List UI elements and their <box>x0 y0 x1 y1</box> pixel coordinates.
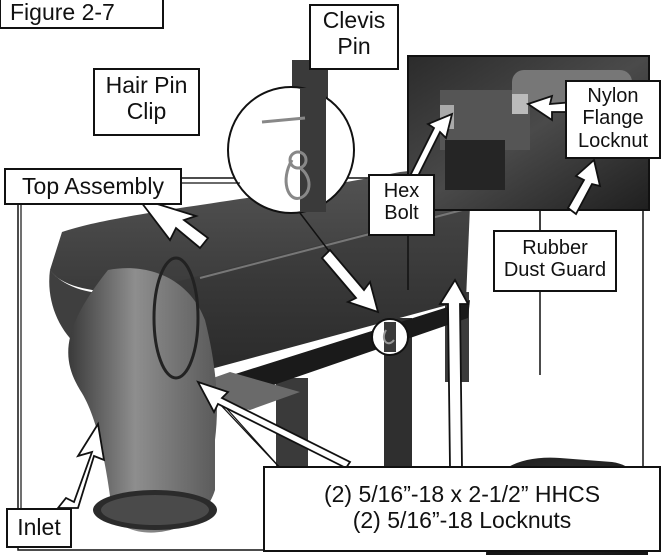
label-line: Nylon <box>587 85 639 107</box>
label-line: (2) 5/16”-18 x 2-1/2” HHCS <box>323 481 601 507</box>
callout-arrows <box>56 94 602 509</box>
label-line: Hair Pin <box>105 72 188 98</box>
arrow-hair-pin <box>320 248 380 314</box>
figure-label-box <box>0 0 164 29</box>
label-top-assembly: Top Assembly <box>4 168 182 205</box>
label-line: Flange <box>582 107 644 130</box>
arrow-inlet <box>56 421 106 509</box>
label-line: Locknut <box>577 129 649 152</box>
label-nylon-flange-locknut: Nylon Flange Locknut <box>565 80 661 159</box>
label-clevis-pin: Clevis Pin <box>309 4 399 70</box>
label-hex-bolt: Hex Bolt <box>368 174 435 236</box>
label-line: Bolt <box>384 202 419 225</box>
label-line: Hex <box>383 180 420 202</box>
label-inlet: Inlet <box>6 508 72 548</box>
label-line: Pin <box>337 32 371 59</box>
label-line: Inlet <box>17 514 61 540</box>
label-line: Top Assembly <box>22 173 164 199</box>
label-rubber-dust-guard: Rubber Dust Guard <box>493 230 617 292</box>
label-line: Clevis <box>322 7 386 33</box>
label-line: Rubber <box>522 237 588 259</box>
label-hair-pin-clip: Hair Pin Clip <box>93 68 200 136</box>
inlet-pipe <box>68 256 217 533</box>
arrow-locknut-left <box>196 380 352 470</box>
arrow-dust-guard <box>566 158 602 216</box>
label-line: Dust Guard <box>503 259 607 282</box>
arrow-top-assembly <box>135 196 210 250</box>
figure-label: Figure 2-7 <box>10 0 115 25</box>
label-hardware: (2) 5/16”-18 x 2-1/2” HHCS (2) 5/16”-18 … <box>263 466 661 552</box>
label-line: Clip <box>126 97 167 124</box>
label-line: (2) 5/16”-18 Locknuts <box>352 506 572 533</box>
